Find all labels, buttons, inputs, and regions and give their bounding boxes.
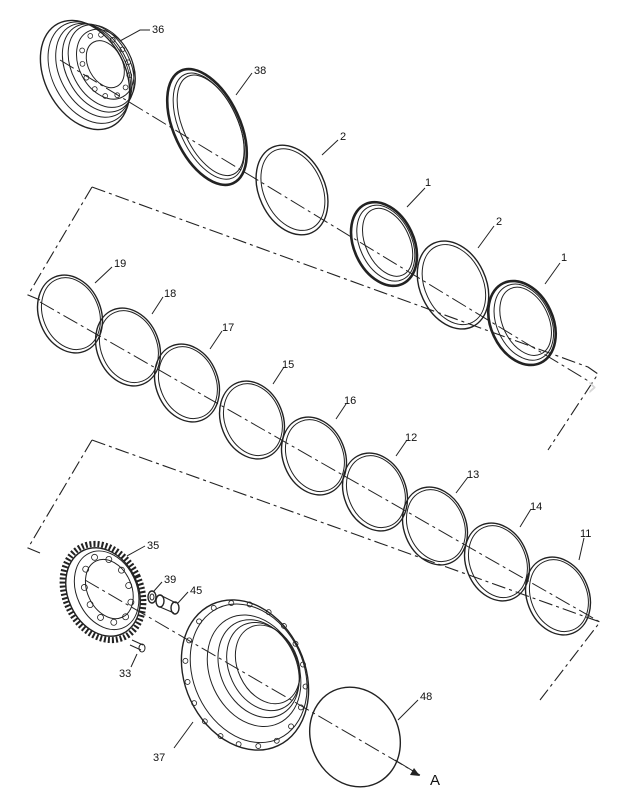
axis-row-3	[84, 579, 421, 776]
part-45-bolt	[155, 594, 180, 615]
part-36-housing	[39, 19, 136, 131]
callout-12: 12	[405, 432, 417, 444]
callout-15: 15	[282, 359, 294, 371]
part-1-disc-lower	[487, 279, 557, 367]
part-15-ring	[218, 380, 286, 460]
part-14-ring	[463, 522, 531, 602]
callout-39: 39	[164, 574, 176, 586]
part-16-ring	[280, 416, 348, 496]
callout-38: 38	[254, 65, 266, 77]
part-1-disc-upper	[349, 200, 419, 288]
view-a-arrow	[394, 759, 420, 776]
part-18-ring	[94, 307, 162, 387]
axis-row-1	[59, 59, 591, 383]
callout-13: 13	[467, 469, 479, 481]
callout-11: 11	[580, 528, 591, 540]
leader-lines	[94, 29, 585, 749]
part-37-flange-housing	[180, 599, 310, 751]
lower-bracket-line-top	[91, 439, 601, 701]
part-39-washer	[147, 590, 157, 604]
callout-18: 18	[164, 288, 176, 300]
part-38-ring	[165, 67, 249, 187]
callout-35: 35	[147, 540, 159, 552]
part-33-pin	[129, 639, 146, 653]
callout-1-upper: 1	[425, 177, 431, 189]
callout-16: 16	[344, 395, 356, 407]
callout-33: 33	[119, 668, 131, 680]
callout-14: 14	[530, 501, 542, 513]
callout-2-upper: 2	[340, 131, 346, 143]
view-marker-a: A	[430, 772, 440, 789]
upper-bracket-line-top	[91, 186, 599, 451]
part-19-ring	[36, 274, 104, 354]
callout-19: 19	[114, 258, 126, 270]
part-13-ring	[401, 486, 469, 566]
callout-45: 45	[190, 585, 202, 597]
part-35-gear	[59, 540, 147, 644]
callout-17: 17	[222, 322, 234, 334]
part-2-plate-upper	[255, 144, 329, 236]
callout-1-lower: 1	[561, 252, 567, 264]
callout-36: 36	[152, 24, 164, 36]
part-12-ring	[341, 452, 409, 532]
upper-bracket-line	[27, 186, 93, 301]
callout-48: 48	[420, 691, 432, 703]
callout-2-lower: 2	[496, 216, 502, 228]
part-17-ring	[153, 343, 221, 423]
chevron-right-icon[interactable]: ›	[587, 372, 598, 402]
part-48-o-ring	[308, 686, 402, 788]
callout-37: 37	[153, 752, 165, 764]
axis-row-2	[39, 301, 601, 623]
lower-bracket-line	[27, 439, 93, 554]
part-2-plate-lower	[416, 240, 490, 330]
part-11-ring	[524, 556, 592, 636]
